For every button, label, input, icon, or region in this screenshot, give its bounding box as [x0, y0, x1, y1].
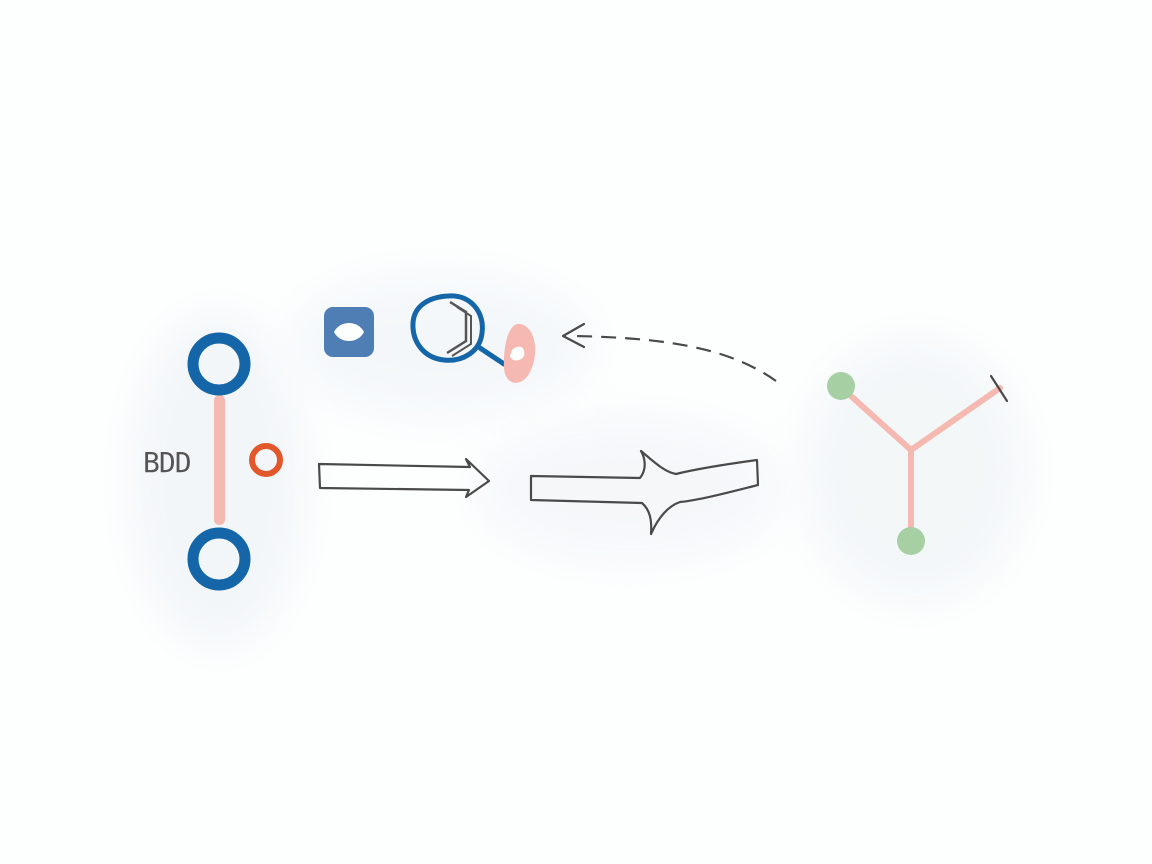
bdd-label: BDD: [143, 446, 191, 479]
orange-ring-icon: [249, 443, 283, 477]
pink-bond: [214, 395, 225, 525]
end-cap-tick: [989, 374, 1009, 403]
dashed-return-arrow: [561, 322, 777, 382]
top-blue-ring: [187, 332, 251, 396]
background-halos: [133, 275, 1025, 645]
y-right-arm: [908, 385, 1003, 453]
halo-middle: [480, 420, 780, 560]
green-node-left: [827, 372, 855, 400]
outline-branch-arrow: [529, 449, 760, 536]
y-branch-molecule-icon: [827, 372, 1009, 555]
green-node-bottom: [897, 527, 925, 555]
linear-molecule: [187, 332, 251, 591]
blue-rounded-square-icon: [324, 307, 374, 357]
hexagon-ring-icon: [410, 293, 536, 383]
y-left-arm: [839, 385, 914, 453]
outline-arrow-right: [317, 457, 491, 499]
bottom-blue-ring: [187, 527, 251, 591]
